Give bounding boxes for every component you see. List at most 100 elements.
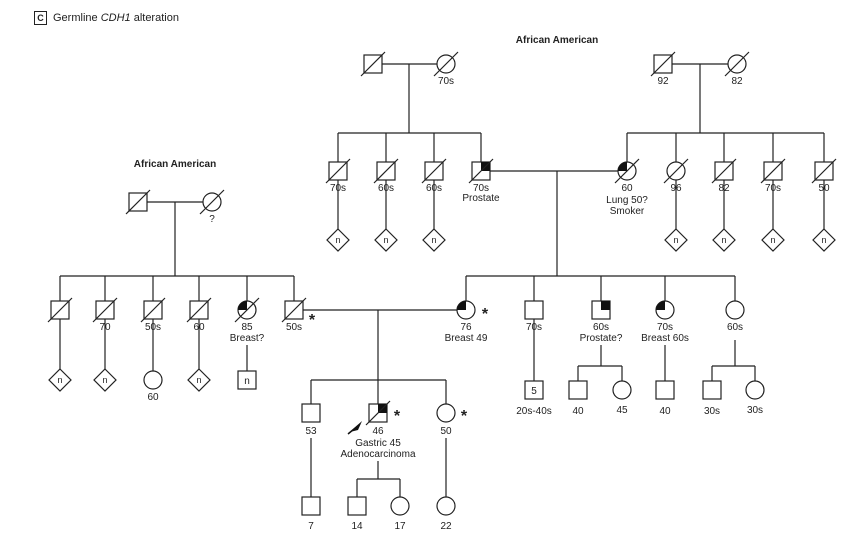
individual-label: 22 [440, 521, 452, 532]
individual-pgm [199, 189, 225, 215]
orange-asterisk: * [461, 408, 468, 425]
individual-p2 [92, 297, 118, 323]
individual-label: 20s-40s [516, 406, 552, 417]
individual-label: Prostate [462, 193, 500, 204]
individual-a1 [325, 158, 351, 184]
panel-header: C Germline CDH1 alteration [34, 11, 179, 25]
individual-label: Lung 50? [606, 195, 648, 206]
individual-label: 70s [657, 322, 673, 333]
count-marker: n [673, 235, 678, 245]
individual-pro-c2 [390, 496, 410, 516]
individual-p5 [234, 297, 260, 323]
count-marker: n [335, 235, 340, 245]
individual-mother [456, 300, 476, 320]
individual-label: 82 [718, 183, 730, 194]
individual-sib3 [436, 403, 456, 423]
offspring-b3: n [761, 228, 785, 252]
individual-label: ? [209, 214, 215, 225]
individual-label: 96 [670, 183, 682, 194]
count-marker: n [431, 235, 436, 245]
count-marker: n [102, 375, 107, 385]
count-marker: n [244, 376, 250, 387]
individual-p3 [140, 297, 166, 323]
pedigree-lines [59, 63, 825, 497]
offspring-p2: n [93, 368, 117, 392]
individual-label: 50 [440, 426, 452, 437]
offspring-b4: n [812, 228, 836, 252]
individual-a3 [421, 158, 447, 184]
count-marker: n [821, 235, 826, 245]
individual-proband [365, 400, 391, 426]
individual-b3 [760, 158, 786, 184]
individual-label: 82 [731, 76, 743, 87]
individual-mgf [360, 51, 386, 77]
orange-asterisk: * [482, 306, 489, 323]
individual-b1 [663, 158, 689, 184]
individual-m1-child: 5 [524, 380, 544, 400]
individual-p4 [186, 297, 212, 323]
count-marker: n [721, 235, 726, 245]
gene-name: CDH1 [100, 12, 131, 24]
individual-mgf-son [468, 158, 494, 184]
individual-sib1 [301, 403, 321, 423]
individual-m4 [725, 300, 745, 320]
individual-father [281, 297, 307, 323]
offspring-b2: n [712, 228, 736, 252]
count-marker: n [383, 235, 388, 245]
offspring-a2: n [374, 228, 398, 252]
offspring-a3: n [422, 228, 446, 252]
individual-mgm-daughter [614, 158, 640, 184]
individual-label: Smoker [610, 206, 645, 217]
individual-label: 70s [473, 183, 489, 194]
count-marker: n [196, 375, 201, 385]
individual-a2 [373, 158, 399, 184]
ethnicity-label-paternal: African American [134, 159, 216, 170]
individual-label: 7 [308, 521, 314, 532]
individual-label: 53 [305, 426, 317, 437]
individual-label: 30s [704, 406, 720, 417]
individual-label: 60 [621, 183, 633, 194]
magenta-asterisk: * [309, 312, 316, 329]
count-marker: n [770, 235, 775, 245]
individual-label: Prostate? [580, 333, 623, 344]
individual-sib1-child [301, 496, 321, 516]
offspring-p4: n [187, 368, 211, 392]
individual-b4 [811, 158, 837, 184]
individual-label: 45 [616, 405, 628, 416]
individual-label: 40 [659, 406, 671, 417]
individual-label: 70 [99, 322, 111, 333]
individual-label: 30s [747, 405, 763, 416]
individual-label: 70s [526, 322, 542, 333]
individual-label: 46 [372, 426, 384, 437]
panel-letter: C [34, 11, 47, 25]
individual-label: 70s [330, 183, 346, 194]
individual-mgm [433, 51, 459, 77]
individual-m3 [655, 300, 675, 320]
offspring-p1: n [48, 368, 72, 392]
individual-p5-child: n [237, 370, 257, 390]
individual-m1 [524, 300, 544, 320]
individual-label: Breast 49 [445, 333, 488, 344]
individual-label: 60s [378, 183, 394, 194]
individual-label: 50s [286, 322, 302, 333]
individual-pgf [125, 189, 151, 215]
pedigree-symbols: n n n n n n n n n n n 5 [47, 51, 837, 516]
individual-label: 70s [765, 183, 781, 194]
individual-label: 60 [147, 392, 159, 403]
individual-p1 [47, 297, 73, 323]
individual-label: 40 [572, 406, 584, 417]
offspring-b1: n [664, 228, 688, 252]
individual-ggf2 [650, 51, 676, 77]
individual-m2-c1 [568, 380, 588, 400]
individual-m4-c2 [745, 380, 765, 400]
title-prefix: Germline [53, 12, 101, 24]
black-asterisk: * [394, 408, 401, 425]
individual-label: 50 [818, 183, 830, 194]
individual-label: Breast? [230, 333, 265, 344]
individual-label: Breast 60s [641, 333, 689, 344]
individual-b2 [711, 158, 737, 184]
count-marker: 5 [531, 386, 537, 397]
individual-label: 60s [727, 322, 743, 333]
individual-label: 76 [460, 322, 472, 333]
